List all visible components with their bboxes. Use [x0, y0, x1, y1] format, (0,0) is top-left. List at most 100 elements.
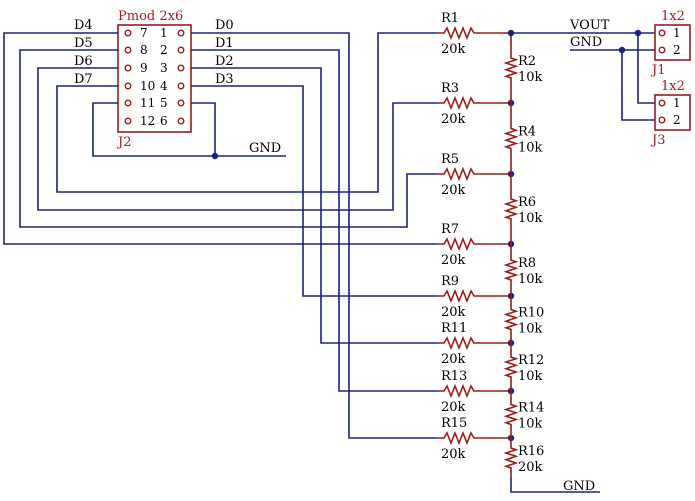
series-resistor-value: 20k — [441, 42, 466, 57]
ladder-resistor — [503, 174, 519, 244]
j2-pin — [124, 64, 132, 72]
wire-d0 — [191, 32, 437, 439]
series-resistor — [437, 25, 511, 41]
j2-pin — [177, 29, 185, 37]
j2-pin-number: 12 — [140, 114, 155, 128]
signal-label-d3: D3 — [215, 72, 234, 87]
ladder-resistor-ref: R12 — [518, 353, 544, 368]
ladder-resistor — [503, 244, 519, 296]
signal-label-d7: D7 — [74, 72, 93, 87]
j2-body — [117, 24, 192, 133]
ladder-resistor — [503, 391, 519, 438]
series-resistor — [437, 288, 511, 304]
wire-vout-j3 — [637, 33, 655, 104]
ladder-resistor-ref: R2 — [518, 54, 536, 69]
j3-ref: J3 — [650, 133, 665, 148]
signal-label-d6: D6 — [74, 54, 93, 69]
ladder-resistor-value: 10k — [518, 322, 543, 337]
wire-d5 — [19, 49, 437, 228]
ladder-resistor-value: 10k — [518, 211, 543, 226]
vout-label: VOUT — [569, 18, 610, 33]
ladder-resistor-value: 10k — [518, 417, 543, 432]
series-resistor-ref: R3 — [441, 81, 459, 96]
ladder-resistor-value: 10k — [518, 369, 543, 384]
series-resistor-value: 20k — [441, 352, 466, 367]
j2-pin-number: 2 — [160, 43, 168, 57]
j2-pin — [177, 117, 185, 125]
junction-dot — [634, 29, 642, 37]
ladder-resistor-ref: R14 — [518, 401, 544, 416]
j1-ref: J1 — [650, 63, 665, 78]
ladder-resistor — [503, 296, 519, 343]
junction-dot — [618, 46, 626, 54]
ladder-resistor-ref: R4 — [518, 125, 536, 140]
series-resistor — [437, 95, 511, 111]
ladder-resistor-ref: R16 — [518, 444, 544, 459]
series-resistor-value: 20k — [441, 447, 466, 462]
j1-pin — [658, 29, 666, 37]
wire-d7 — [56, 32, 437, 193]
j2-pin — [177, 64, 185, 72]
j3-pin — [658, 116, 666, 124]
j2-ref: J2 — [116, 135, 131, 150]
j2-pin — [124, 117, 132, 125]
j2-title: Pmod 2x6 — [118, 9, 183, 24]
j3-pin-number: 1 — [673, 96, 681, 110]
j3-pin-number: 2 — [673, 113, 681, 127]
j2-pin-number: 3 — [160, 61, 168, 75]
series-resistor — [437, 383, 511, 399]
series-resistor-value: 20k — [441, 253, 466, 268]
j3-pin — [658, 99, 666, 107]
j2-pin — [177, 46, 185, 54]
series-resistor-value: 20k — [441, 183, 466, 198]
gnd-label-j2: GND — [249, 141, 281, 156]
j2-pin-number: 5 — [160, 96, 168, 110]
j1-pin-number: 2 — [673, 43, 681, 57]
connector-j1: 1x2 J1 1 2 — [650, 9, 691, 78]
junction-dot — [507, 29, 515, 37]
series-resistor-ref: R5 — [441, 152, 459, 167]
j2-pin — [124, 29, 132, 37]
series-resistor — [437, 430, 511, 446]
ladder-resistor-value: 10k — [518, 70, 543, 85]
gnd-label-out: GND — [570, 35, 602, 50]
ladder-resistor — [503, 438, 519, 478]
wire-d6 — [37, 67, 437, 211]
wire-gnd-j3 — [621, 50, 655, 121]
signal-label-d4: D4 — [74, 18, 93, 33]
wire-d2 — [191, 67, 437, 344]
junction-dot — [211, 152, 219, 160]
wire-gnd-bottom — [510, 478, 600, 493]
signal-label-d2: D2 — [215, 54, 234, 69]
series-resistor-ref: R11 — [441, 321, 467, 336]
signal-wires — [3, 32, 437, 439]
series-resistor-ref: R15 — [441, 416, 467, 431]
ladder-resistor — [503, 33, 519, 103]
wire-gnd-pin5 — [191, 102, 216, 156]
series-resistor-ref: R7 — [441, 222, 459, 237]
wire-d4 — [3, 32, 437, 245]
series-resistor-ref: R1 — [441, 11, 459, 26]
j2-pin-number: 11 — [140, 96, 155, 110]
wire-gnd-j2 — [92, 102, 286, 157]
signal-label-d5: D5 — [74, 36, 93, 51]
j2-pin — [124, 46, 132, 54]
series-resistor-value: 20k — [441, 112, 466, 127]
j2-pin-number: 10 — [140, 79, 155, 93]
wire-d1 — [191, 49, 437, 392]
j1-body — [654, 24, 691, 61]
wire-d3 — [191, 85, 437, 297]
ladder-resistor-ref: R8 — [518, 256, 536, 271]
j1-title: 1x2 — [661, 9, 685, 24]
ladder-resistor-value: 10k — [518, 272, 543, 287]
series-resistor — [437, 335, 511, 351]
j2-pin — [177, 99, 185, 107]
ladder-resistor-value: 20k — [518, 460, 543, 475]
j2-pin — [124, 82, 132, 90]
j2-pin — [124, 99, 132, 107]
series-resistor-value: 20k — [441, 305, 466, 320]
series-resistor — [437, 236, 511, 252]
j1-pin-number: 1 — [673, 26, 681, 40]
j2-pin-number: 1 — [160, 26, 168, 40]
